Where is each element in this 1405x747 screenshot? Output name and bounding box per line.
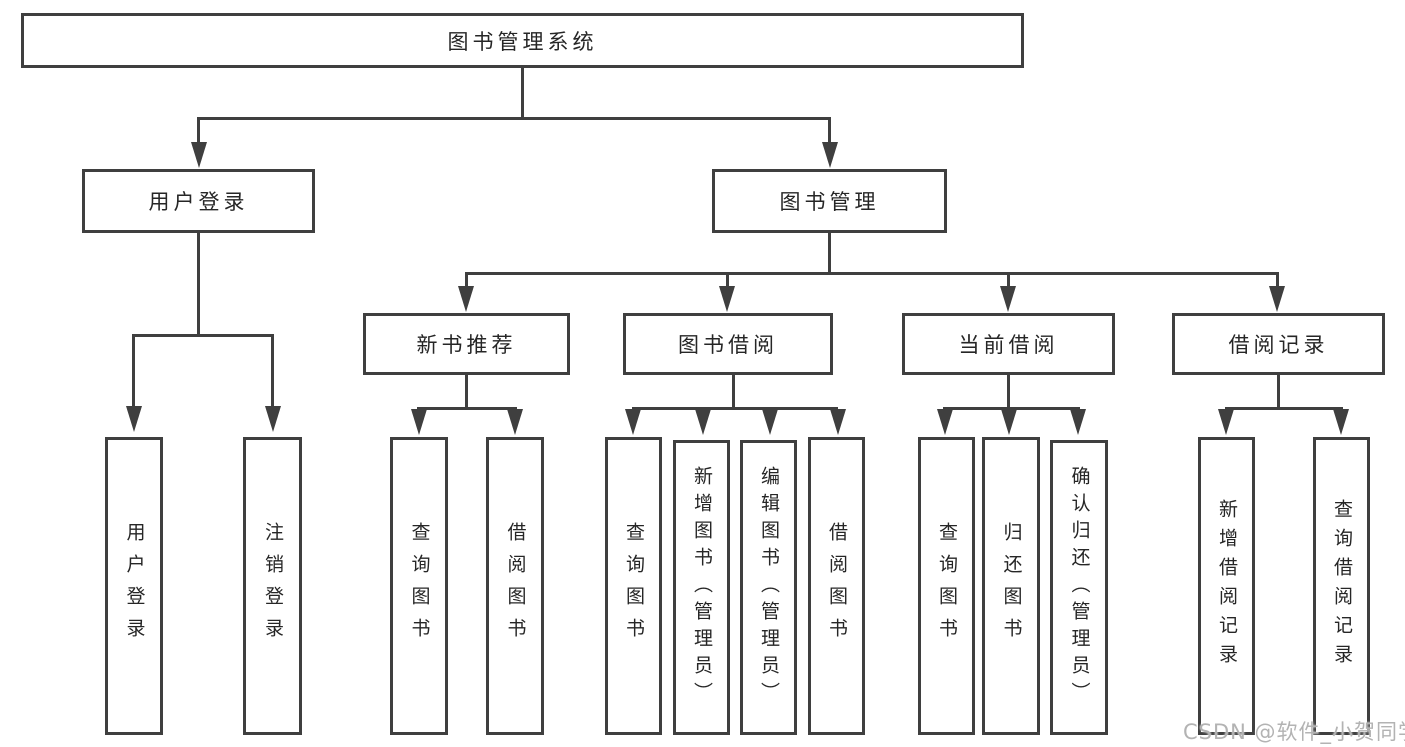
- connector-cb-down: [1007, 373, 1010, 410]
- connector-login-leaf-stem: [132, 334, 135, 409]
- node-bb-edit: 编辑图书（管理员）: [740, 440, 797, 735]
- node-bb-query: 查询图书: [605, 437, 662, 735]
- arrowhead-nb-query: [411, 409, 427, 435]
- node-cb-return: 归还图书: [982, 437, 1040, 735]
- node-user-login: 用户登录: [82, 169, 315, 233]
- arrowhead-borrow-record: [1269, 286, 1285, 312]
- arrowhead-cb-confirm: [1070, 409, 1086, 435]
- connector-level3-hline: [465, 272, 1279, 275]
- arrowhead-br-add: [1218, 409, 1234, 435]
- arrowhead-book-mgmt: [822, 142, 838, 168]
- arrowhead-book-borrow: [719, 286, 735, 312]
- arrowhead-current-borrow: [1000, 286, 1016, 312]
- connector-book-mgmt-stem: [828, 117, 831, 145]
- arrowhead-user-login: [191, 142, 207, 168]
- csdn-watermark: CSDN @软件_小贺同学: [1183, 720, 1405, 744]
- connector-borrow-record-stem: [1276, 272, 1279, 289]
- arrowhead-bb-borrow: [830, 409, 846, 435]
- connector-user-login-down: [197, 231, 200, 337]
- arrowhead-cb-return: [1001, 409, 1017, 435]
- node-br-add: 新增借阅记录: [1198, 437, 1255, 735]
- connector-cb-hline: [943, 407, 1080, 410]
- connector-book-mgmt-down: [828, 231, 831, 275]
- node-cb-query: 查询图书: [918, 437, 975, 735]
- connector-br-down: [1277, 373, 1280, 410]
- node-cb-confirm: 确认归还（管理员）: [1050, 440, 1108, 735]
- arrowhead-new-book-rec: [458, 286, 474, 312]
- node-book-mgmt: 图书管理: [712, 169, 947, 233]
- arrowhead-bb-edit: [762, 409, 778, 435]
- node-book-borrow: 图书借阅: [623, 313, 833, 375]
- arrowhead-login-leaf: [126, 406, 142, 432]
- connector-br-hline: [1225, 407, 1343, 410]
- node-bb-borrow: 借阅图书: [808, 437, 865, 735]
- node-logout-leaf: 注销登录: [243, 437, 302, 735]
- connector-root-stem: [521, 66, 524, 119]
- connector-user-login-stem: [197, 117, 200, 145]
- connector-nb-down: [465, 373, 468, 410]
- arrowhead-bb-add: [695, 409, 711, 435]
- arrowhead-logout-leaf: [265, 406, 281, 432]
- connector-book-borrow-stem: [726, 272, 729, 289]
- connector-bb-hline: [632, 407, 838, 410]
- arrowhead-cb-query: [937, 409, 953, 435]
- node-new-book-rec: 新书推荐: [363, 313, 570, 375]
- connector-logout-leaf-stem: [271, 334, 274, 409]
- connector-nb-hline: [417, 407, 517, 410]
- node-nb-query: 查询图书: [390, 437, 448, 735]
- connector-bb-down: [732, 373, 735, 410]
- arrowhead-br-query: [1333, 409, 1349, 435]
- node-login-leaf: 用户登录: [105, 437, 163, 735]
- connector-new-book-rec-stem: [465, 272, 468, 289]
- node-br-query: 查询借阅记录: [1313, 437, 1370, 735]
- connector-user-login-hline: [132, 334, 274, 337]
- node-borrow-record: 借阅记录: [1172, 313, 1385, 375]
- connector-current-borrow-stem: [1007, 272, 1010, 289]
- node-root: 图书管理系统: [21, 13, 1024, 68]
- node-bb-add: 新增图书（管理员）: [673, 440, 730, 735]
- connector-level1-hline: [197, 117, 831, 120]
- arrowhead-nb-borrow: [507, 409, 523, 435]
- arrowhead-bb-query: [625, 409, 641, 435]
- node-nb-borrow: 借阅图书: [486, 437, 544, 735]
- node-current-borrow: 当前借阅: [902, 313, 1115, 375]
